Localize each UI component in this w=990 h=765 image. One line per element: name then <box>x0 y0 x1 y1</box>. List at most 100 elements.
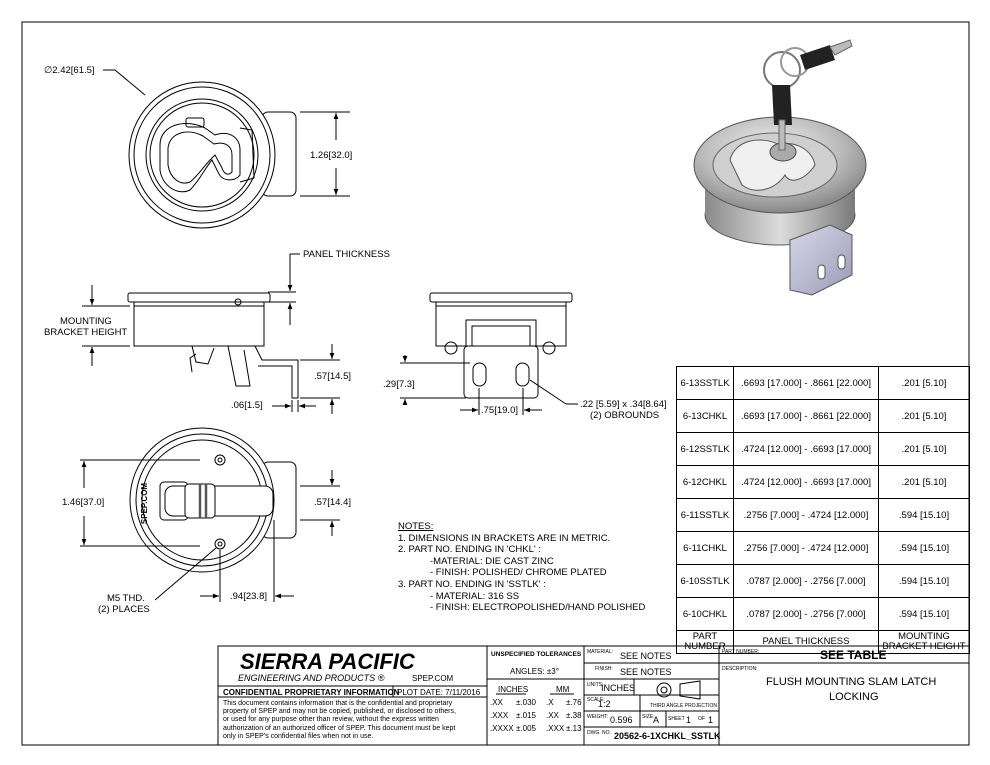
tolerance-mm-tol: ±.76 <box>566 698 582 707</box>
tolerance-mm: .X <box>546 698 554 707</box>
table-cell-thickness: .0787 [2.000] - .2756 [7.000] <box>733 564 879 598</box>
company-website: SPEP.COM <box>412 674 454 683</box>
tolerance-mm-tol: ±.13 <box>566 724 582 733</box>
face-text: SPEP.COM <box>140 482 150 525</box>
parts-table: 6-13SSTLK.6693 [17.000] - .8661 [22.000]… <box>676 366 970 654</box>
tolerances-angles: ANGLES: ±3° <box>510 667 559 676</box>
note-line: - MATERIAL: 316 SS <box>430 590 520 602</box>
label-thread-places: (2) PLACES <box>98 604 150 615</box>
units-label: UNITS: <box>587 682 604 688</box>
tolerances-mm: MM <box>556 685 570 694</box>
table-cell-thickness: .4724 [12.000] - .6693 [17.000] <box>733 465 879 499</box>
table-cell-part: 6-11CHKL <box>676 531 734 565</box>
tolerances-title: UNSPECIFIED TOLERANCES <box>491 651 582 658</box>
finish-value: SEE NOTES <box>620 667 672 677</box>
dim-front-width: .75[19.0] <box>481 405 518 416</box>
dwg-label: DWG. NO. <box>587 730 611 736</box>
side-view <box>82 253 340 414</box>
table-row: 6-12CHKL.4724 [12.000] - .6693 [17.000].… <box>676 465 970 499</box>
description-line-1: FLUSH MOUNTING SLAM LATCH <box>766 676 937 688</box>
dwg-value: 20562-6-1XCHKL_SSTLK <box>614 731 721 741</box>
part-number-label: PART NUMBER: <box>722 649 760 655</box>
table-cell-bracket: .594 [15.10] <box>878 498 970 532</box>
table-row: 6-12SSTLK.4724 [12.000] - .6693 [17.000]… <box>676 432 970 466</box>
scale-label: SCALE: <box>587 697 605 703</box>
weight-value: 0.596 <box>610 715 633 725</box>
tolerance-in: .XXXX <box>490 724 514 733</box>
tolerances-inches: INCHES <box>498 685 529 694</box>
table-cell-thickness: .0787 [2.000] - .2756 [7.000] <box>733 597 879 631</box>
dim-side-height: .57[14.5] <box>314 371 351 382</box>
label-mounting-2: BRACKET HEIGHT <box>44 327 128 338</box>
table-cell-thickness: .6693 [17.000] - .8661 [22.000] <box>733 399 879 433</box>
of-label: OF <box>698 716 705 722</box>
table-cell-bracket: .594 [15.10] <box>878 597 970 631</box>
dim-bottom-height: 1.46[37.0] <box>62 497 105 508</box>
label-mounting-1: MOUNTING <box>60 316 112 327</box>
table-row: 6-11SSTLK.2756 [7.000] - .4724 [12.000].… <box>676 498 970 532</box>
dim-bottom-width: .94[23.8] <box>230 591 267 602</box>
table-cell-thickness: .2756 [7.000] - .4724 [12.000] <box>733 531 879 565</box>
of-value: 1 <box>708 715 714 725</box>
note-line: -MATERIAL: DIE CAST ZINC <box>430 555 554 567</box>
sheet-label: SHEET <box>668 716 685 722</box>
size-value: A <box>653 715 660 725</box>
tolerance-mm: .XX <box>546 711 559 720</box>
label-thread: M5 THD. <box>107 593 145 604</box>
table-row: 6-10CHKL.0787 [2.000] - .2756 [7.000].59… <box>676 597 970 631</box>
size-label: SIZE: <box>642 714 655 720</box>
dim-top-height: 1.26[32.0] <box>310 150 353 161</box>
table-cell-bracket: .201 [5.10] <box>878 465 970 499</box>
table-row: 6-11CHKL.2756 [7.000] - .4724 [12.000].5… <box>676 531 970 565</box>
table-row: 6-13CHKL.6693 [17.000] - .8661 [22.000].… <box>676 399 970 433</box>
table-cell-part: 6-10CHKL <box>676 597 734 631</box>
table-cell-part: 6-12SSTLK <box>676 432 734 466</box>
company-subtitle: ENGINEERING AND PRODUCTS ® <box>238 673 385 683</box>
material-value: SEE NOTES <box>620 651 672 661</box>
plot-date: PLOT DATE: 7/11/2016 <box>397 688 481 697</box>
dim-side-offset: .06[1.5] <box>231 400 263 411</box>
table-cell-part: 6-13CHKL <box>676 399 734 433</box>
dim-top-diameter: ∅2.42[61.5] <box>44 65 95 76</box>
dim-bottom-right-height: .57[14.4] <box>314 497 351 508</box>
table-cell-part: 6-13SSTLK <box>676 366 734 400</box>
tolerance-in-tol: ±.005 <box>516 724 536 733</box>
note-line: 1. DIMENSIONS IN BRACKETS ARE IN METRIC. <box>398 532 611 544</box>
table-cell-part: 6-11SSTLK <box>676 498 734 532</box>
dim-obround-count: (2) OBROUNDS <box>590 410 660 421</box>
table-cell-bracket: .201 [5.10] <box>878 366 970 400</box>
part-number-value: SEE TABLE <box>820 648 887 662</box>
label-panel-thickness: PANEL THICKNESS <box>303 249 390 260</box>
note-line: 2. PART NO. ENDING IN 'CHKL' : <box>398 544 541 556</box>
title-block-grid <box>217 645 970 746</box>
confidential-text: This document contains information that … <box>223 700 456 740</box>
table-cell-part: 6-12CHKL <box>676 465 734 499</box>
tolerance-mm-tol: ±.38 <box>566 711 582 720</box>
table-cell-part: 6-10SSTLK <box>676 564 734 598</box>
tolerance-in-tol: ±.015 <box>516 711 536 720</box>
description-label: DESCRIPTION: <box>722 666 758 672</box>
table-cell-bracket: .594 [15.10] <box>878 564 970 598</box>
tolerance-in-tol: ±.030 <box>516 698 536 707</box>
dim-obround-size: .22 [5.59] x .34[8.64] <box>580 399 667 410</box>
table-row: 6-10SSTLK.0787 [2.000] - .2756 [7.000].5… <box>676 564 970 598</box>
notes-title: NOTES: <box>398 521 434 532</box>
units-value: INCHES <box>601 683 636 693</box>
tolerance-mm: .XXX <box>546 724 565 733</box>
dim-front-height: .29[7.3] <box>383 379 415 390</box>
table-cell-thickness: .6693 [17.000] - .8661 [22.000] <box>733 366 879 400</box>
table-cell-bracket: .594 [15.10] <box>878 531 970 565</box>
confidential-title: CONFIDENTIAL PROPRIETARY INFORMATION <box>223 688 400 697</box>
weight-label: WEIGHT: <box>587 714 608 720</box>
note-line: 3. PART NO. ENDING IN 'SSTLK' : <box>398 578 546 590</box>
note-line: - FINISH: POLISHED/ CHROME PLATED <box>430 567 607 579</box>
isometric-render <box>693 39 867 296</box>
material-label: MATERIAL: <box>587 649 614 655</box>
top-view <box>103 69 350 229</box>
note-line: - FINISH: ELECTROPOLISHED/HAND POLISHED <box>430 602 646 614</box>
bottom-view <box>80 427 340 602</box>
projection-label: THIRD ANGLE PROJECTION <box>650 703 717 709</box>
company-name: SIERRA PACIFIC <box>240 649 415 674</box>
